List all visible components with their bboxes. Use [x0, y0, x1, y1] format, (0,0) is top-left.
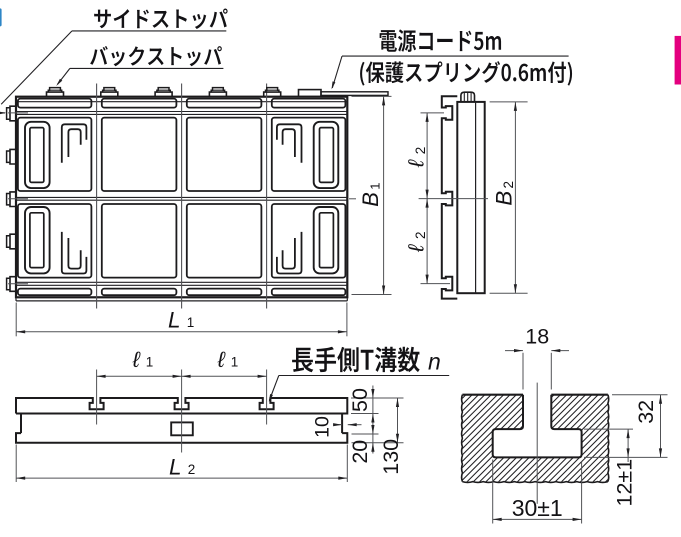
svg-text:1: 1 — [231, 354, 239, 369]
svg-text:1: 1 — [187, 315, 195, 330]
svg-text:ℓ: ℓ — [132, 347, 141, 372]
svg-text:ℓ: ℓ — [217, 347, 226, 372]
svg-text:1: 1 — [367, 183, 382, 190]
svg-text:20: 20 — [348, 440, 372, 464]
svg-text:L: L — [168, 308, 181, 333]
svg-text:30±1: 30±1 — [512, 495, 563, 521]
svg-text:32: 32 — [634, 400, 658, 424]
svg-text:2: 2 — [413, 147, 428, 155]
svg-text:n: n — [428, 349, 441, 375]
svg-text:2: 2 — [501, 181, 516, 189]
svg-text:1: 1 — [146, 354, 154, 369]
svg-text:10: 10 — [311, 416, 333, 438]
svg-text:B: B — [358, 192, 383, 207]
svg-text:B: B — [492, 191, 517, 206]
svg-text:50: 50 — [348, 388, 372, 412]
svg-text:2: 2 — [413, 231, 428, 239]
svg-text:2: 2 — [188, 462, 196, 477]
svg-text:ℓ: ℓ — [404, 159, 429, 168]
svg-text:ℓ: ℓ — [404, 244, 429, 253]
svg-text:130: 130 — [379, 439, 403, 475]
svg-text:L: L — [169, 455, 182, 480]
svg-text:12±1: 12±1 — [613, 459, 637, 507]
svg-text:18: 18 — [525, 325, 549, 349]
